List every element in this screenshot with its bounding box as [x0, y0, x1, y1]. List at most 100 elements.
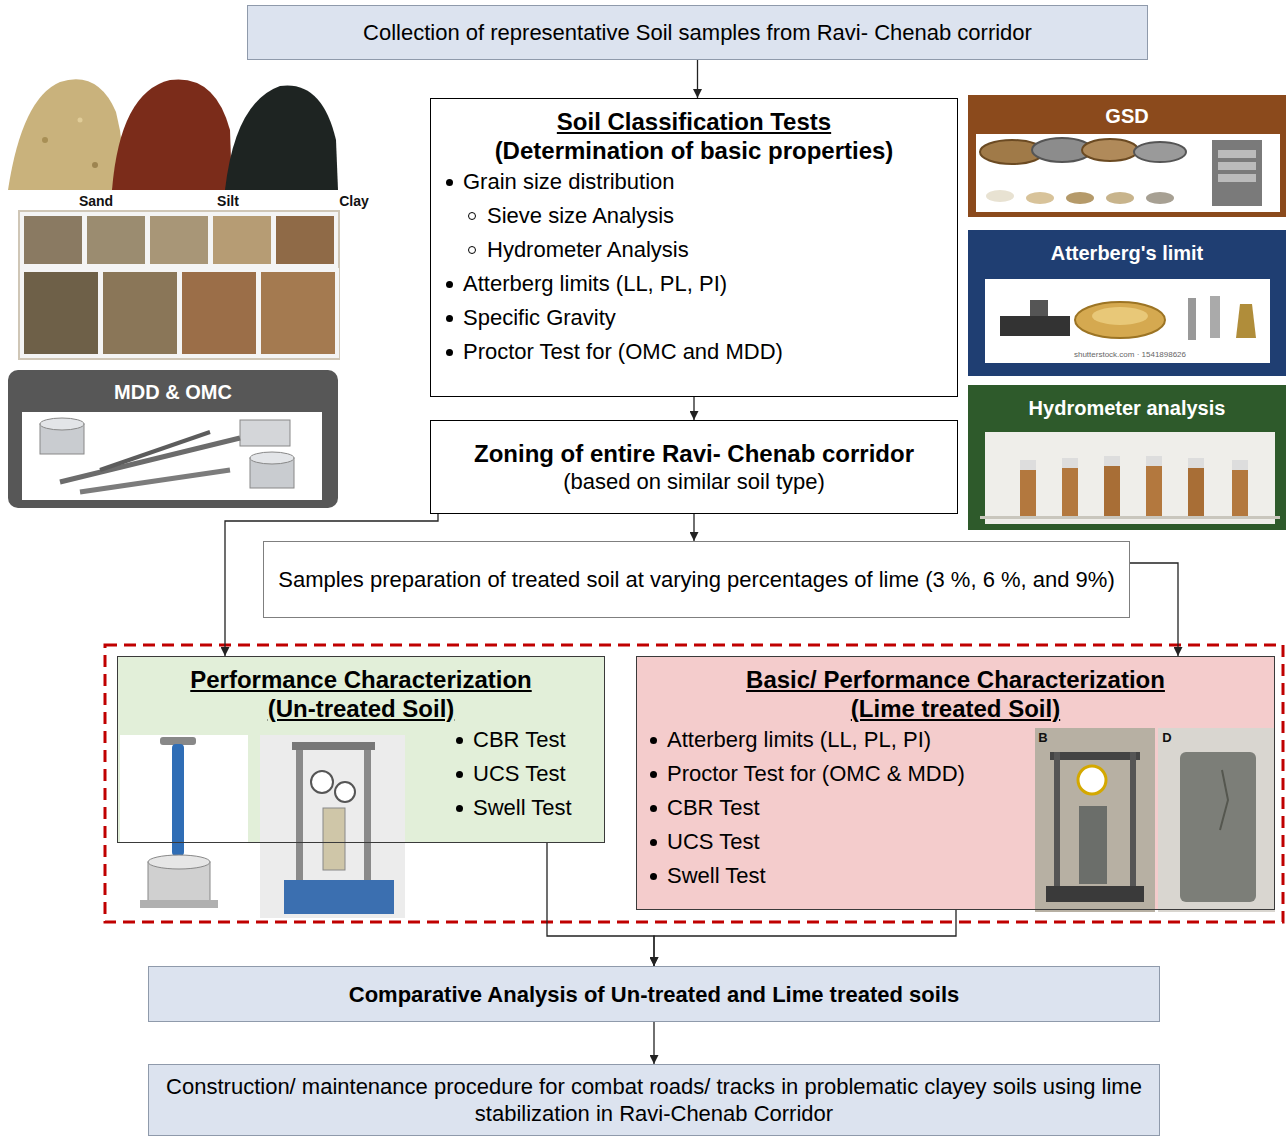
- proctor-mould: [240, 420, 290, 446]
- image-panel: MDD & OMC: [8, 370, 338, 508]
- grain: [92, 162, 98, 168]
- watermark: shutterstock.com · 1541898626: [1070, 350, 1190, 359]
- connector-arrow: [653, 1022, 654, 1064]
- box-fills: [8, 5, 1286, 1136]
- soil-tray: [148, 214, 210, 266]
- bullet-item: UCS Test: [645, 825, 1266, 859]
- heading: Basic/ Performance Characterization: [645, 665, 1266, 694]
- connectors: [225, 60, 1178, 1064]
- connector-arrow: [693, 514, 694, 541]
- sample-heap: [1106, 192, 1134, 204]
- sieve: [1134, 142, 1186, 162]
- heading: Soil Classification Tests: [441, 107, 947, 136]
- rammer: [80, 470, 230, 492]
- soil-tray: [274, 214, 336, 266]
- mould-base: [140, 900, 218, 908]
- frame-column: [296, 742, 303, 882]
- cylinder: [1104, 466, 1120, 516]
- panel-title: Hydrometer analysis: [974, 395, 1280, 421]
- sample-heap: [1026, 192, 1054, 204]
- frame-beam: [1050, 752, 1140, 760]
- cylinder: [1146, 466, 1162, 516]
- soil-specimen: [1079, 806, 1107, 884]
- process-box: Collection of representative Soil sample…: [247, 5, 1148, 60]
- process-box: Samples preparation of treated soil at v…: [263, 541, 1130, 618]
- photo-letter: B: [1036, 730, 1050, 745]
- box-fill: [968, 385, 1286, 530]
- photo-letter: D: [1160, 730, 1174, 745]
- sub-bullet-item: Sieve size Analysis: [441, 199, 947, 233]
- cylinder-top: [1232, 460, 1248, 470]
- characterization-box: Performance Characterization(Un-treated …: [117, 656, 605, 843]
- soil-tray: [22, 270, 100, 356]
- machine-base: [1046, 886, 1144, 902]
- sieve-stack: [1218, 150, 1256, 158]
- soil-tray: [101, 270, 179, 356]
- illustrations: [8, 79, 1283, 922]
- bell-tool: [1236, 304, 1256, 338]
- bullet-item: Atterberg limits (LL, PL, PI): [645, 723, 1266, 757]
- box-fill: [148, 966, 1160, 1022]
- bullet-item: CBR Test: [451, 723, 596, 757]
- frame-column: [364, 742, 371, 882]
- machine-base: [284, 880, 394, 914]
- device-base: [1000, 316, 1070, 336]
- box-text: (based on similar soil type): [441, 468, 947, 495]
- panel-title: MDD & OMC: [14, 379, 332, 405]
- soil-tray: [180, 270, 258, 356]
- box-text: Comparative Analysis of Un-treated and L…: [159, 981, 1149, 1008]
- dial-gauge: [311, 771, 333, 793]
- box-fill: [247, 5, 1148, 60]
- photo-ground: [1035, 728, 1155, 912]
- dashed-region: [105, 645, 1283, 922]
- heading: (Determination of basic properties): [441, 136, 947, 165]
- sieve-shaker: [1212, 140, 1262, 206]
- dial-gauge: [335, 782, 355, 802]
- heading: (Lime treated Soil): [645, 694, 1266, 723]
- treated-specimen: [1180, 752, 1256, 902]
- box-text: Samples preparation of treated soil at v…: [276, 566, 1117, 593]
- heading: Performance Characterization: [126, 665, 596, 694]
- mould-top: [148, 855, 210, 869]
- photo-ground: [985, 279, 1270, 363]
- connector-arrow: [1130, 563, 1178, 656]
- box-fill: [148, 1064, 1160, 1136]
- rammer: [60, 438, 240, 482]
- heading: Zoning of entire Ravi- Chenab corridor: [441, 439, 947, 468]
- material-label: Clay: [324, 193, 384, 209]
- cbr-rammer: [172, 744, 184, 856]
- box-fill: [8, 370, 338, 508]
- sieve: [1082, 139, 1138, 161]
- clay-pile: [225, 85, 338, 190]
- tray-ground: [18, 210, 340, 360]
- panel-title: GSD: [974, 103, 1280, 129]
- process-box: Soil Classification Tests(Determination …: [430, 98, 958, 397]
- connector-arrow: [547, 843, 654, 966]
- cylinder-top: [1146, 456, 1162, 466]
- box-fill: [263, 541, 1130, 618]
- cylinder: [1232, 470, 1248, 516]
- sieve-stack: [1218, 174, 1256, 182]
- brass-cup: [1075, 302, 1165, 338]
- cylinder-top: [1020, 460, 1036, 470]
- photo-ground: [120, 735, 248, 918]
- sample-heap: [1066, 192, 1094, 204]
- sand-pile: [8, 79, 123, 190]
- brass-cup-inner: [1092, 307, 1148, 325]
- cylinder: [1020, 470, 1036, 516]
- sub-bullet-item: Hydrometer Analysis: [441, 233, 947, 267]
- bullet-item: CBR Test: [645, 791, 1266, 825]
- soil-tray: [22, 214, 84, 266]
- mould-top: [40, 418, 84, 430]
- straight-edge: [100, 432, 210, 470]
- frame-column: [1054, 752, 1060, 892]
- process-box: Zoning of entire Ravi- Chenab corridor(b…: [430, 420, 958, 514]
- grain: [42, 137, 48, 143]
- photo-ground: [22, 412, 322, 500]
- bullet-item: Atterberg limits (LL, PL, PI): [441, 267, 947, 301]
- frame-beam: [292, 742, 375, 750]
- bullet-item: Proctor Test for (OMC & MDD): [645, 757, 1266, 791]
- cylinder: [1188, 468, 1204, 516]
- cylinder-top: [1062, 458, 1078, 468]
- bullet-item: Specific Gravity: [441, 301, 947, 335]
